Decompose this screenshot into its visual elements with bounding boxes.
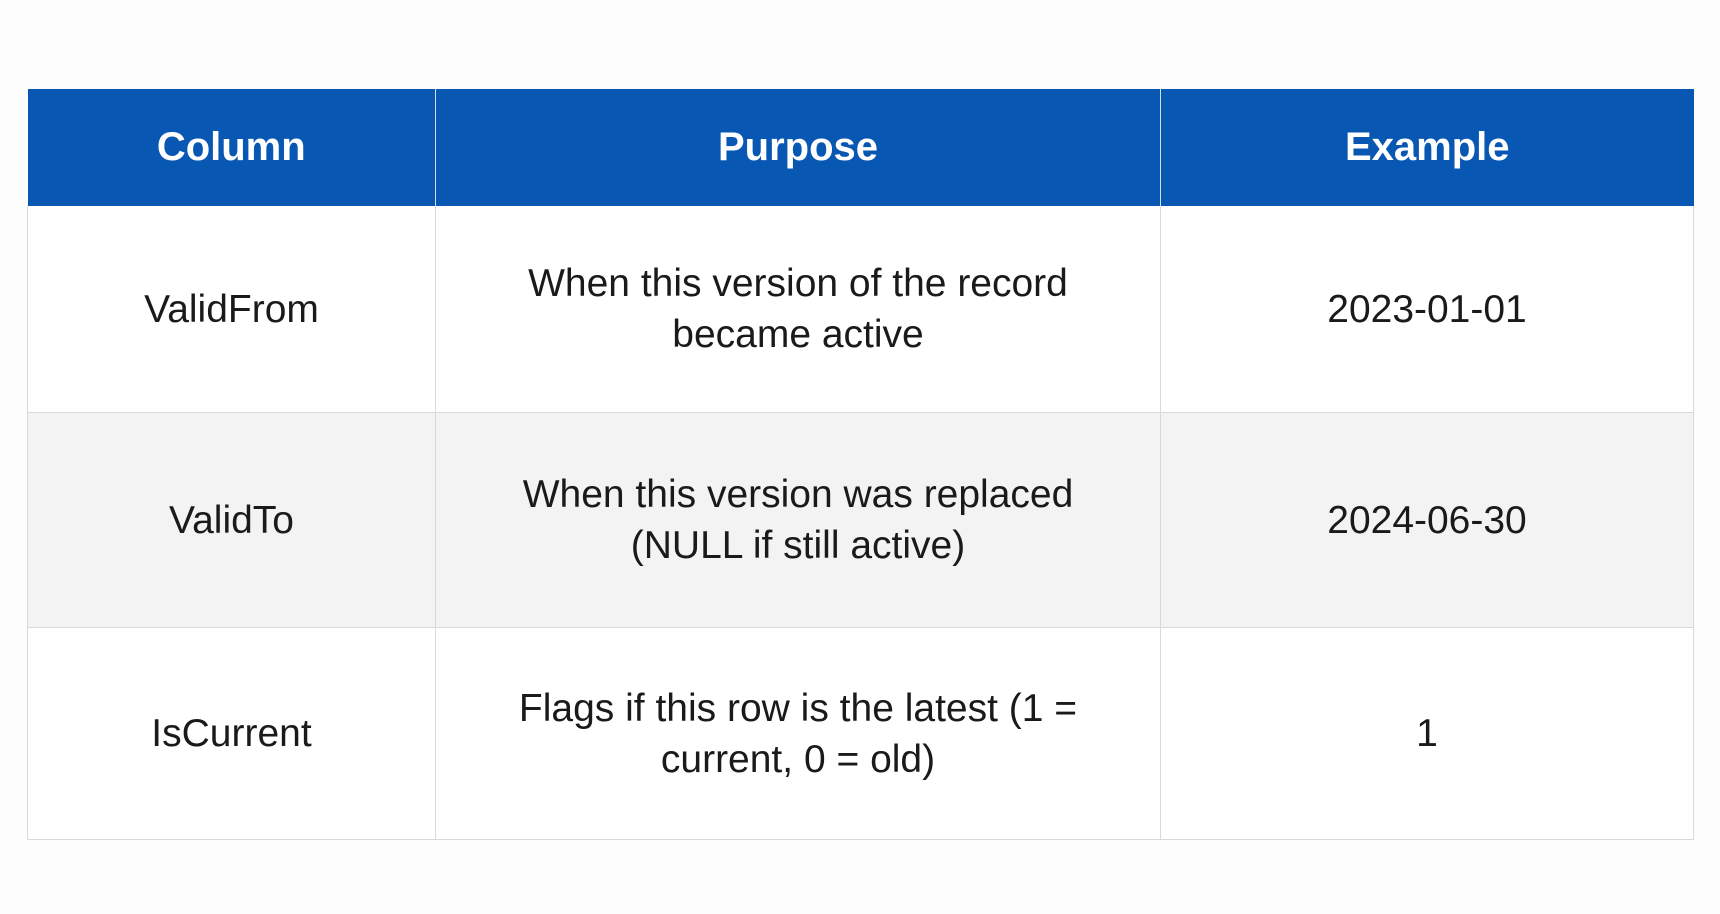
purpose-line: current, 0 = old): [660, 737, 936, 781]
purpose-line: (NULL if still active): [630, 524, 966, 567]
purpose-line: When this version was replaced: [522, 473, 1074, 516]
cell-purpose: Flags if this row is the latest (1 = cur…: [435, 627, 1161, 840]
cell-purpose: When this version of the record became a…: [435, 206, 1161, 413]
cell-column-name: ValidTo: [27, 412, 436, 628]
cell-column-name: IsCurrent: [27, 627, 436, 840]
cell-example: 2024-06-30: [1160, 412, 1694, 628]
table-row: ValidTo When this version was replaced (…: [27, 412, 1694, 628]
scd-columns-table-container: Column Purpose Example ValidFrom When th…: [27, 89, 1694, 840]
cell-purpose: When this version was replaced (NULL if …: [435, 412, 1161, 628]
table-row: ValidFrom When this version of the recor…: [27, 206, 1694, 413]
scd-columns-table: Column Purpose Example ValidFrom When th…: [27, 89, 1694, 840]
cell-column-name: ValidFrom: [27, 206, 436, 413]
header-example: Example: [1160, 89, 1694, 206]
purpose-line: became active: [672, 313, 924, 356]
purpose-line: When this version of the record: [528, 262, 1068, 305]
header-row: Column Purpose Example: [27, 89, 1694, 206]
purpose-line: Flags if this row is the latest (1 =: [518, 686, 1078, 730]
table-body: ValidFrom When this version of the recor…: [27, 206, 1694, 840]
cell-example: 2023-01-01: [1160, 206, 1694, 413]
header-column: Column: [27, 89, 436, 206]
header-purpose: Purpose: [435, 89, 1161, 206]
table-row: IsCurrent Flags if this row is the lates…: [27, 627, 1694, 840]
table-header: Column Purpose Example: [27, 89, 1694, 206]
cell-example: 1: [1160, 627, 1694, 840]
